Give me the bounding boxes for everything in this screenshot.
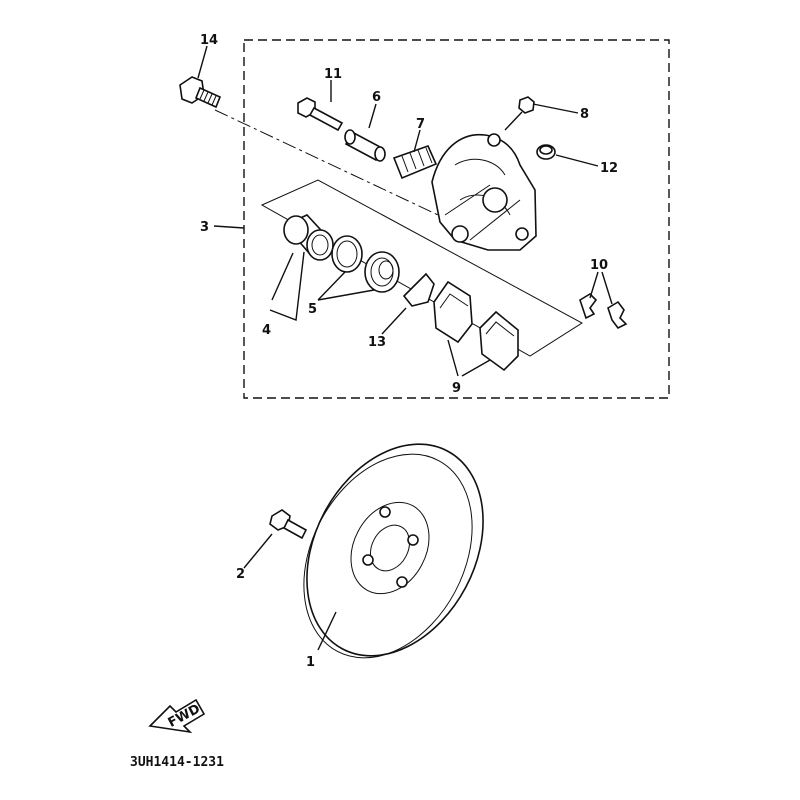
alignment-line bbox=[214, 109, 471, 231]
bolt-11 bbox=[297, 97, 344, 132]
callout-14: 14 bbox=[200, 33, 218, 48]
seal-5a bbox=[331, 235, 363, 273]
shim-13 bbox=[402, 272, 435, 307]
pad-clips-10 bbox=[579, 292, 628, 330]
callout-4: 4 bbox=[262, 323, 271, 338]
callout-10: 10 bbox=[590, 258, 608, 273]
diagram-code: 3UH1414-1231 bbox=[130, 755, 224, 770]
brake-pad-9b bbox=[479, 310, 519, 372]
sleeve-6 bbox=[344, 129, 386, 162]
leader-lines bbox=[197, 45, 613, 651]
callout-1: 1 bbox=[306, 655, 315, 670]
callout-7: 7 bbox=[416, 117, 425, 132]
brake-pad-9a bbox=[433, 280, 473, 344]
seal-5b bbox=[364, 251, 400, 293]
callout-5: 5 bbox=[308, 302, 317, 317]
callout-3: 3 bbox=[200, 220, 209, 235]
callout-8: 8 bbox=[580, 107, 589, 122]
disc-bolt-2 bbox=[269, 509, 308, 540]
bolt-14 bbox=[179, 76, 222, 109]
callout-6: 6 bbox=[372, 90, 381, 105]
cap-12 bbox=[536, 144, 556, 160]
callout-9: 9 bbox=[452, 381, 461, 396]
assembly-boundary bbox=[243, 39, 670, 399]
callout-2: 2 bbox=[236, 567, 245, 582]
callout-12: 12 bbox=[600, 161, 618, 176]
caliper-body bbox=[431, 133, 537, 251]
piston-4 bbox=[283, 214, 334, 261]
bleed-screw-8 bbox=[504, 96, 535, 131]
fwd-arrow-icon: FWD bbox=[148, 698, 206, 734]
callout-11: 11 bbox=[324, 67, 342, 82]
callout-13: 13 bbox=[368, 335, 386, 350]
boot-7 bbox=[392, 144, 438, 180]
brake-disc bbox=[303, 443, 484, 659]
